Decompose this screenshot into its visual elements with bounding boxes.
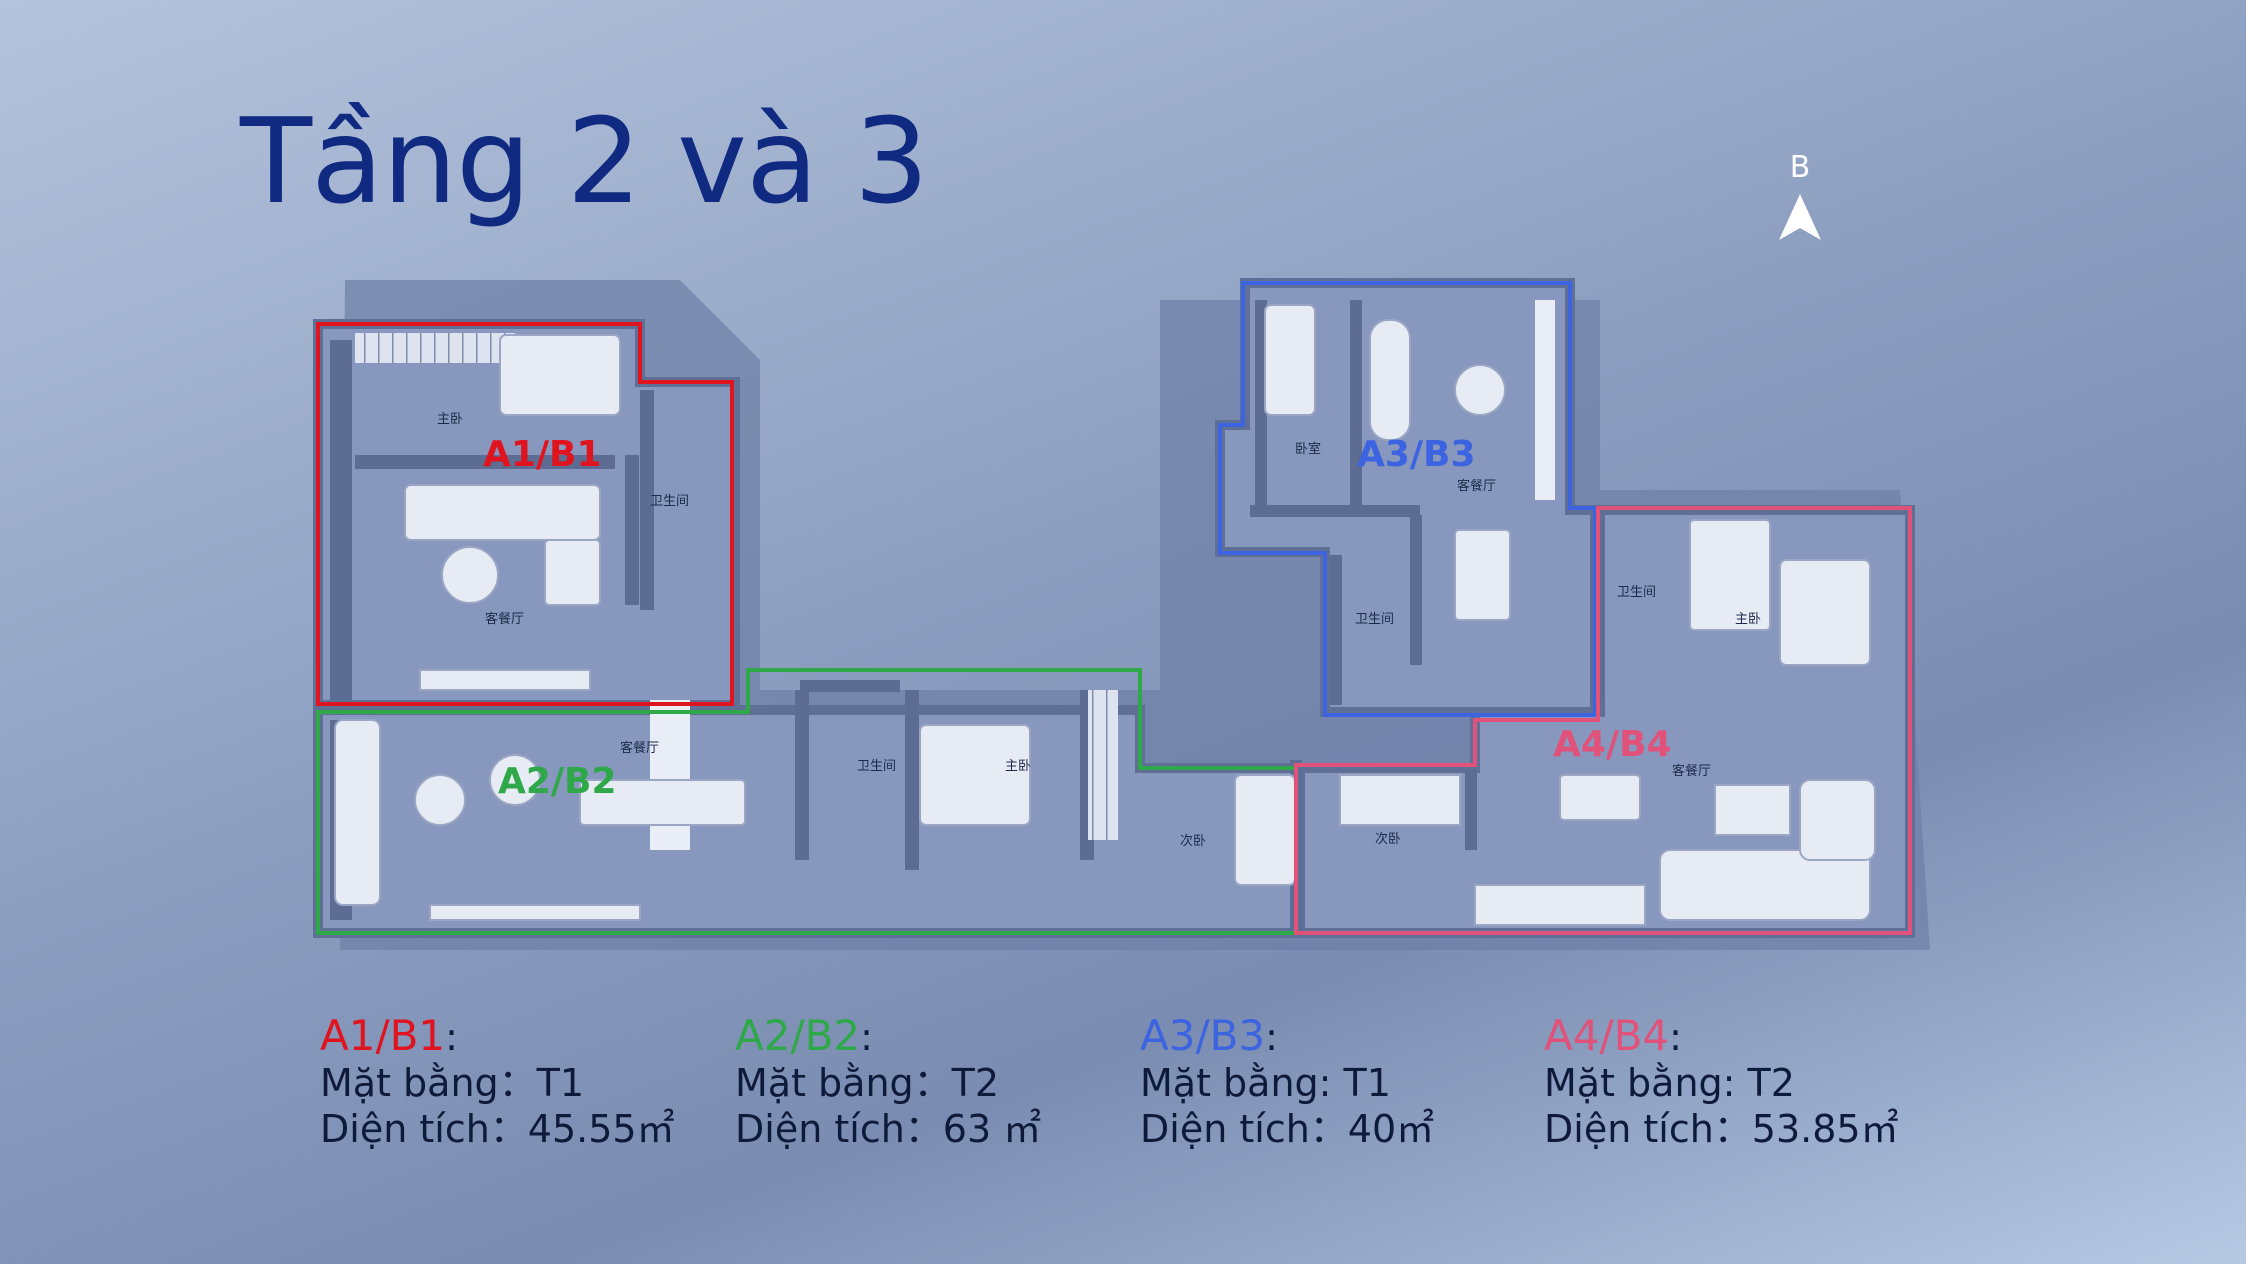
unit-colon: : — [1265, 1015, 1278, 1059]
unit-area-line: Diện tích：53.85㎡ — [1544, 1107, 1899, 1151]
room-label: 主卧 — [437, 412, 463, 427]
plan-label-a1-b1: A1/B1 — [483, 434, 602, 475]
plan-label-a2-b2: A2/B2 — [498, 761, 617, 802]
room-label: 卫生间 — [1355, 612, 1394, 627]
unit-outline-a3-b3 — [1218, 281, 1597, 717]
unit-info-a4-b4: A4/B4: Mặt bằng: T2 Diện tích：53.85㎡ — [1544, 1013, 1899, 1152]
unit-info-a1-b1: A1/B1: Mặt bằng：T1 Diện tích：45.55㎡ — [320, 1013, 675, 1152]
unit-plan-line: Mặt bằng: T2 — [1544, 1061, 1795, 1105]
page-title: Tầng 2 và 3 — [240, 92, 929, 230]
room-label: 卧室 — [1295, 441, 1321, 457]
room-label: 客餐厅 — [485, 611, 524, 627]
unit-area-line: Diện tích：40㎡ — [1140, 1107, 1435, 1151]
plan-label-a3-b3: A3/B3 — [1357, 434, 1476, 475]
unit-outline-a1-b1 — [316, 322, 734, 706]
north-arrow-icon — [1779, 194, 1821, 240]
unit-area-line: Diện tích：63 ㎡ — [735, 1107, 1042, 1151]
unit-info-a2-b2: A2/B2: Mặt bằng：T2 Diện tích：63 ㎡ — [735, 1013, 1041, 1152]
unit-outline-a2-b2 — [316, 668, 1298, 935]
room-label: 次卧 — [1180, 833, 1206, 849]
unit-code: A3/B3 — [1140, 1011, 1266, 1060]
floor-plan: 主卧 卫生间 客餐厅 客餐厅 卫生间 主卧 次卧 次卧 卧室 客餐厅 卫生间 卫… — [313, 278, 1930, 950]
unit-code: A1/B1 — [320, 1011, 446, 1060]
room-label: 主卧 — [1005, 759, 1031, 774]
plan-label-a4-b4: A4/B4 — [1553, 724, 1672, 765]
room-label: 主卧 — [1735, 612, 1761, 627]
room-label: 卫生间 — [857, 759, 896, 774]
unit-colon: : — [1669, 1015, 1682, 1059]
unit-plan-line: Mặt bằng：T1 — [320, 1061, 585, 1105]
unit-code: A2/B2 — [735, 1011, 861, 1060]
unit-code: A4/B4 — [1544, 1011, 1670, 1060]
unit-outline-a4-b4 — [1294, 506, 1912, 935]
unit-plan-line: Mặt bằng：T2 — [735, 1061, 1000, 1105]
unit-area-line: Diện tích：45.55㎡ — [320, 1107, 675, 1151]
plan-windows — [355, 300, 1555, 850]
unit-plan-line: Mặt bằng: T1 — [1140, 1061, 1391, 1105]
room-label: 次卧 — [1375, 831, 1401, 847]
room-label: 客餐厅 — [1457, 478, 1496, 494]
unit-colon: : — [860, 1015, 873, 1059]
plan-furniture — [334, 304, 1876, 926]
compass-label: B — [1789, 150, 1811, 185]
room-label: 卫生间 — [1617, 585, 1656, 600]
compass: B — [1770, 150, 1830, 242]
room-label: 客餐厅 — [620, 740, 659, 756]
room-label: 卫生间 — [650, 494, 689, 509]
plan-walls — [330, 300, 1604, 930]
unit-colon: : — [445, 1015, 458, 1059]
room-label: 客餐厅 — [1672, 763, 1711, 779]
unit-info-a3-b3: A3/B3: Mặt bằng: T1 Diện tích：40㎡ — [1140, 1013, 1434, 1152]
